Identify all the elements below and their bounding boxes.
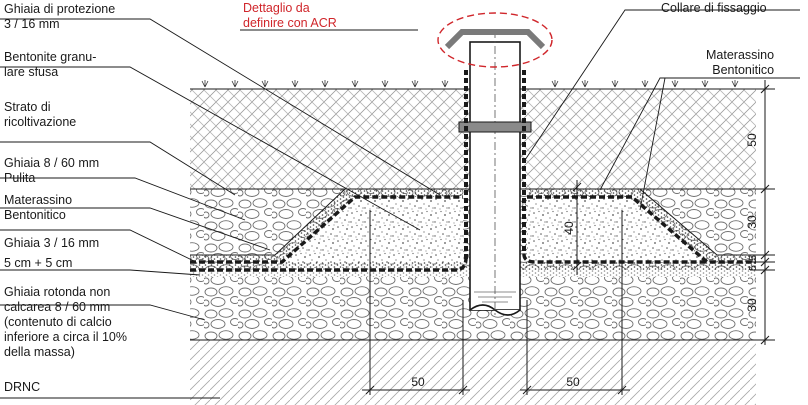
dim-right-30-bottom: 30	[745, 298, 759, 312]
label-strato: Strato di ricoltivazione	[4, 100, 76, 130]
label-line: Pulita	[4, 171, 36, 185]
dim-right-50: 50	[745, 133, 759, 147]
label-line: (contenuto di calcio	[4, 315, 112, 329]
label-line: Bentonitico	[4, 208, 66, 222]
label-line: 3 / 16 mm	[4, 17, 60, 31]
label-drnc: DRNC	[4, 380, 41, 394]
label-line: lare sfusa	[4, 65, 59, 79]
detail-circle	[437, 12, 553, 68]
dim-right-5b: 5	[748, 265, 759, 271]
label-line: 5 cm + 5 cm	[4, 256, 73, 270]
label-dettaglio: Dettaglio da definire con ACR	[243, 1, 337, 31]
label-ghiaia-3-16: Ghiaia 3 / 16 mm 5 cm + 5 cm	[4, 236, 99, 271]
grass-marks	[201, 80, 739, 88]
label-line: calcarea 8 / 60 mm	[4, 300, 111, 314]
label-line: Ghiaia 3 / 16 mm	[4, 236, 100, 250]
label-line: Materassino	[4, 193, 73, 207]
label-ghiaia-rotonda: Ghiaia rotonda non calcarea 8 / 60 mm (c…	[4, 285, 127, 360]
drnc-layer	[190, 340, 756, 405]
pipe-cap	[444, 29, 546, 50]
label-line: Dettaglio da	[243, 1, 310, 15]
label-line: Strato di	[4, 100, 51, 114]
leader-lines	[0, 9, 800, 399]
label-line: inferiore a circa il 10%	[4, 330, 127, 344]
dim-right-30-top: 30	[745, 215, 759, 229]
bentonite-membrane-right	[527, 195, 756, 264]
collar-fixing	[458, 121, 532, 133]
label-materassino-right: Materassino Bentonitico	[706, 48, 774, 78]
label-line: della massa)	[4, 345, 75, 359]
label-bentonite: Bentonite granu- lare sfusa	[4, 50, 96, 80]
dim-40: 40	[562, 221, 576, 235]
label-ghiaia-8-60: Ghiaia 8 / 60 mm Pulita	[4, 156, 99, 186]
label-line: Materassino	[706, 48, 775, 62]
label-line: Ghiaia di protezione	[4, 2, 116, 16]
dim-right-5a: 5	[748, 255, 759, 261]
bentonite-membrane-left	[190, 195, 463, 264]
label-line: Bentonite granu-	[4, 50, 97, 64]
label-collare: Collare di fissaggio	[661, 1, 767, 15]
label-ghiaia-protezione: Ghiaia di protezione 3 / 16 mm	[4, 2, 115, 32]
label-line: Ghiaia rotonda non	[4, 285, 111, 299]
label-line: Bentonitico	[712, 63, 775, 77]
label-line: Ghiaia 8 / 60 mm	[4, 156, 100, 170]
dim-bottom-right: 50	[566, 375, 580, 389]
label-line: ricoltivazione	[4, 115, 77, 129]
label-line: definire con ACR	[243, 16, 337, 30]
dimension-lines	[362, 80, 775, 395]
label-materassino-left: Materassino Bentonitico	[4, 193, 72, 223]
dim-bottom-left: 50	[411, 375, 425, 389]
